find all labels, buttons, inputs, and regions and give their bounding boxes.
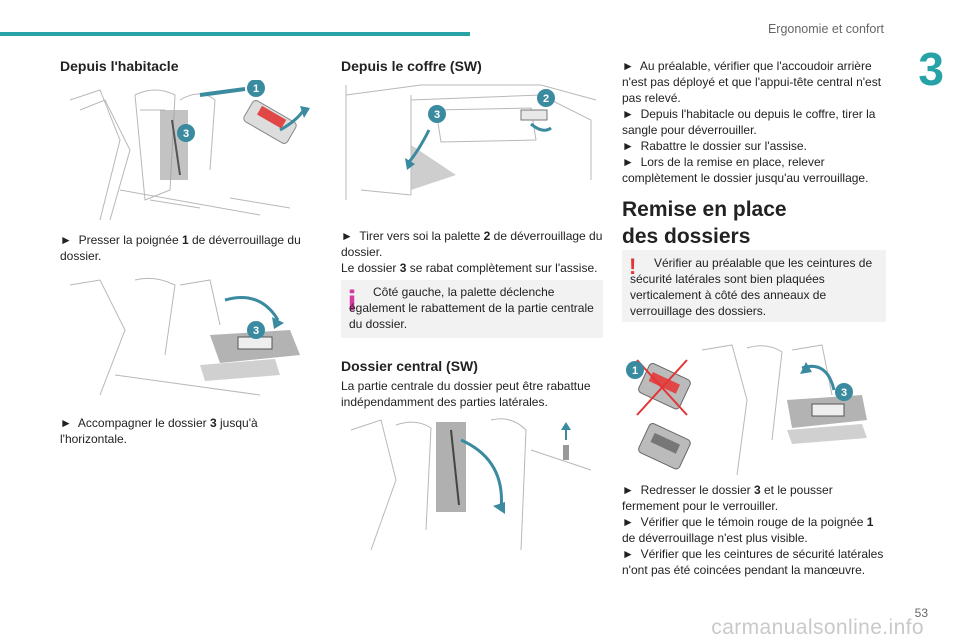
step-press-handle: ► Presser la poignée 1 de déverrouillage… [60, 233, 301, 263]
illustration-trunk-lever: 3 2 [341, 80, 603, 208]
callout-1: 1 [253, 83, 259, 95]
illustration-central-backrest [341, 410, 603, 558]
header-accent-bar [0, 32, 470, 36]
paragraph-central-backrest: La partie centrale du dossier peut être … [341, 379, 591, 409]
section-heading-habitacle: Depuis l'habitacle [60, 58, 179, 74]
watermark: carmanualsonline.info [711, 616, 924, 639]
callout-3: 3 [841, 387, 847, 399]
info-icon [349, 289, 355, 311]
warning-text: Vérifier au préalable que les ceintures … [630, 256, 873, 318]
callout-1: 1 [632, 365, 638, 377]
callout-3: 3 [253, 325, 259, 337]
warning-box: ! Vérifier au préalable que les ceinture… [622, 250, 886, 322]
callout-2: 2 [543, 93, 549, 105]
step-accompany-backrest: ► Accompagner le dossier 3 jusqu'à l'hor… [60, 416, 258, 446]
list-reposition-steps: ► Redresser le dossier 3 et le pousser f… [622, 483, 884, 577]
chapter-number: 3 [918, 43, 944, 95]
callout-circle [247, 80, 265, 97]
section-heading-remise: Remise en place des dossiers [622, 198, 787, 248]
page-number: 53 [914, 606, 928, 620]
illustration-reposition-backrest: 1 3 [622, 340, 884, 478]
illustration-press-handle: 1 3 [60, 80, 322, 228]
step-pull-lever: ► Tirer vers soi la palette 2 de déverro… [341, 229, 603, 275]
warning-icon: ! [629, 254, 637, 279]
info-box: Côté gauche, la palette déclenche égalem… [341, 280, 603, 338]
chapter-title: Ergonomie et confort [767, 22, 884, 36]
section-heading-dossier-central: Dossier central (SW) [341, 358, 478, 374]
list-preliminary-steps: ► Au préalable, vérifier que l'accoudoir… [622, 59, 882, 185]
callout-3: 3 [434, 109, 440, 121]
section-heading-coffre: Depuis le coffre (SW) [341, 58, 482, 74]
illustration-fold-backrest: 3 [60, 275, 322, 401]
callout-3: 3 [183, 128, 189, 140]
info-text: Côté gauche, la palette déclenche égalem… [349, 285, 594, 331]
